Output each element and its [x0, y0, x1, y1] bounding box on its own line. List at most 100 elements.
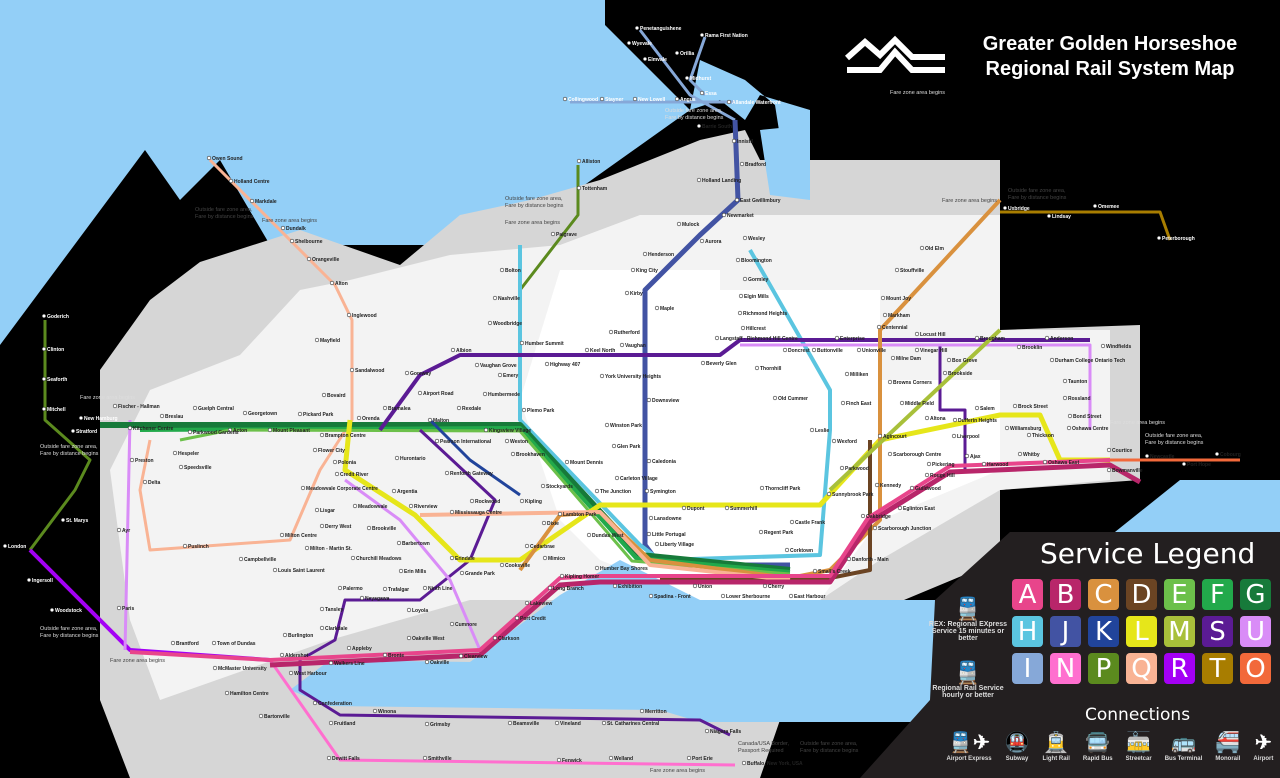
station[interactable]: Regent Park: [758, 529, 793, 536]
station[interactable]: Loyola: [406, 607, 428, 614]
station-dot[interactable]: [346, 312, 352, 318]
station[interactable]: Clarkdale: [319, 625, 348, 632]
station[interactable]: Louis Saint Laurent: [272, 567, 325, 574]
station-dot[interactable]: [417, 390, 423, 396]
station-dot[interactable]: [172, 450, 178, 456]
station-dot[interactable]: [304, 545, 310, 551]
station-dot[interactable]: [721, 212, 727, 218]
station[interactable]: Georgetown: [242, 410, 277, 417]
station[interactable]: Goderich: [41, 313, 69, 320]
station[interactable]: Angus: [674, 96, 696, 103]
station-dot[interactable]: [676, 221, 682, 227]
station-dot[interactable]: [78, 415, 84, 421]
station-dot[interactable]: [424, 721, 430, 727]
station[interactable]: Derry West: [319, 523, 352, 530]
station[interactable]: Plemo Park: [521, 407, 554, 414]
station[interactable]: Churchill Meadows: [350, 555, 402, 562]
station-dot[interactable]: [1062, 378, 1068, 384]
station[interactable]: Williamsburg: [1004, 425, 1041, 432]
station-dot[interactable]: [1049, 357, 1055, 363]
station-dot[interactable]: [974, 405, 980, 411]
station[interactable]: East Gwillimbury: [734, 197, 781, 204]
station-dot[interactable]: [1026, 432, 1032, 438]
station[interactable]: Guelph Central: [192, 405, 234, 412]
station-dot[interactable]: [550, 231, 556, 237]
station[interactable]: Tansley: [319, 606, 343, 613]
station-dot[interactable]: [427, 417, 433, 423]
station-dot[interactable]: [700, 360, 706, 366]
station-dot[interactable]: [646, 397, 652, 403]
station-dot[interactable]: [762, 583, 768, 589]
station-dot[interactable]: [459, 570, 465, 576]
service-line-s[interactable]: [938, 345, 967, 470]
station-dot[interactable]: [424, 659, 430, 665]
station-dot[interactable]: [422, 585, 428, 591]
station[interactable]: Holland Landing: [696, 177, 741, 184]
station-dot[interactable]: [279, 532, 285, 538]
station[interactable]: Rexdale: [456, 405, 481, 412]
station[interactable]: New Lowell: [632, 96, 666, 103]
station-dot[interactable]: [738, 293, 744, 299]
station-dot[interactable]: [874, 482, 880, 488]
station[interactable]: Mount Pleasant: [267, 427, 310, 434]
station-dot[interactable]: [946, 357, 952, 363]
station-dot[interactable]: [519, 340, 525, 346]
station-dot[interactable]: [1106, 447, 1112, 453]
station-dot[interactable]: [41, 376, 47, 382]
station-dot[interactable]: [639, 708, 645, 714]
service-line-n[interactable]: [268, 659, 736, 767]
station[interactable]: Fischer - Hallman: [112, 403, 160, 410]
station-dot[interactable]: [408, 503, 414, 509]
station-dot[interactable]: [914, 347, 920, 353]
station[interactable]: Airport Road: [417, 390, 454, 397]
station[interactable]: Kitchener Centre: [127, 425, 174, 432]
station-dot[interactable]: [894, 267, 900, 273]
station-dot[interactable]: [1100, 343, 1106, 349]
station[interactable]: Cherry: [762, 583, 784, 590]
station[interactable]: Taunton: [1062, 378, 1087, 385]
station[interactable]: Walkers Line: [328, 660, 365, 667]
station[interactable]: Dufferin Heights: [952, 417, 997, 424]
station[interactable]: Summerhill: [724, 505, 758, 512]
station[interactable]: Locust Hill: [914, 331, 946, 338]
station-dot[interactable]: [648, 593, 654, 599]
station-dot[interactable]: [41, 406, 47, 412]
station[interactable]: King City: [630, 267, 658, 274]
station-dot[interactable]: [306, 256, 312, 262]
station[interactable]: Barrie South: [696, 123, 732, 130]
station[interactable]: Aldershot: [279, 652, 309, 659]
station-dot[interactable]: [899, 400, 905, 406]
station-dot[interactable]: [699, 238, 705, 244]
station-dot[interactable]: [116, 527, 122, 533]
station-dot[interactable]: [584, 347, 590, 353]
station[interactable]: Mississauga Centre: [449, 509, 502, 516]
station[interactable]: Dupont: [681, 505, 705, 512]
station-dot[interactable]: [382, 652, 388, 658]
station-dot[interactable]: [846, 556, 852, 562]
station[interactable]: Burlington: [282, 632, 313, 639]
station[interactable]: Union: [692, 583, 712, 590]
station-dot[interactable]: [272, 567, 278, 573]
station-dot[interactable]: [540, 483, 546, 489]
station-dot[interactable]: [674, 50, 680, 56]
station[interactable]: Owen Sound: [206, 155, 243, 162]
station-dot[interactable]: [642, 56, 648, 62]
station[interactable]: Mount Joy: [880, 295, 911, 302]
station-dot[interactable]: [839, 465, 845, 471]
station-dot[interactable]: [314, 507, 320, 513]
station[interactable]: Orenda: [356, 415, 380, 422]
station[interactable]: Carleton Village: [614, 475, 658, 482]
station-dot[interactable]: [696, 123, 702, 129]
station-dot[interactable]: [187, 429, 193, 435]
station-dot[interactable]: [897, 505, 903, 511]
station-dot[interactable]: [952, 417, 958, 423]
station-dot[interactable]: [699, 32, 705, 38]
station-dot[interactable]: [759, 485, 765, 491]
station-dot[interactable]: [26, 577, 32, 583]
station[interactable]: Parkwood: [839, 465, 869, 472]
station-dot[interactable]: [642, 251, 648, 257]
station-dot[interactable]: [314, 337, 320, 343]
station-dot[interactable]: [1017, 451, 1023, 457]
station[interactable]: Penetanguishene: [634, 25, 682, 32]
station-dot[interactable]: [487, 320, 493, 326]
